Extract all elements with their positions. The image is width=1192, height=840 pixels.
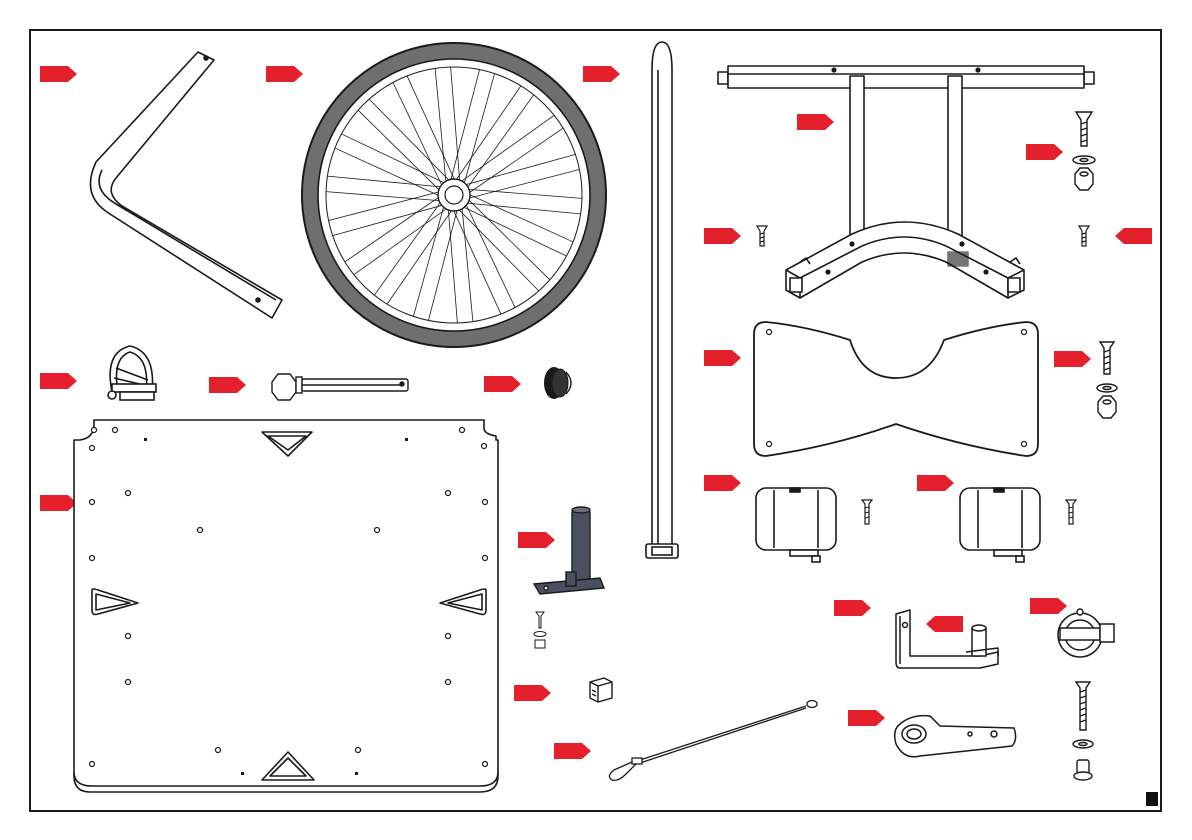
axle-stub-bracket-part — [518, 507, 604, 648]
bracket-icon — [534, 507, 604, 648]
cable-icon — [609, 701, 817, 781]
part-marker — [1030, 598, 1067, 614]
small-screw-right — [1079, 226, 1152, 246]
end-cap-part — [484, 367, 571, 399]
reflector-icon — [960, 488, 1076, 562]
part-marker — [926, 616, 963, 632]
safety-cable-part — [554, 701, 817, 781]
long-bolt-washer-set — [1073, 682, 1093, 780]
part-marker — [917, 475, 954, 491]
long-bar-icon — [646, 42, 678, 558]
axle-bolt-part — [209, 374, 408, 400]
base-plate-part — [40, 420, 498, 792]
part-marker — [704, 228, 741, 244]
small-cube-part — [514, 678, 612, 702]
part-marker — [266, 66, 303, 82]
bolt-icon — [1073, 112, 1095, 190]
lynch-pin-part — [40, 346, 156, 400]
part-marker — [848, 710, 885, 726]
cube-icon — [590, 678, 612, 702]
hitch-coupler-part — [848, 710, 1016, 757]
wheel-icon — [302, 43, 606, 347]
spoked-wheel-part — [266, 43, 606, 347]
bolt-washer-nut-set — [1026, 112, 1095, 190]
page-corner-square — [1146, 792, 1158, 806]
bolt-icon — [1073, 682, 1093, 780]
part-marker — [484, 376, 521, 392]
part-marker — [1026, 144, 1063, 160]
part-marker — [704, 350, 741, 366]
part-marker — [518, 532, 555, 548]
l-shaped-tube-part — [40, 52, 282, 318]
ring-icon — [1058, 609, 1114, 657]
bent-tube-icon — [90, 52, 282, 318]
ring-clamp-part — [1030, 598, 1114, 657]
mounting-plate-part — [704, 322, 1038, 456]
frame-part — [718, 66, 1094, 298]
screw-icon — [1079, 226, 1089, 246]
part-marker — [704, 475, 741, 491]
small-screw-left — [704, 226, 767, 246]
part-marker — [40, 373, 77, 389]
part-marker — [40, 495, 77, 511]
reflector-right-part — [917, 475, 1076, 562]
screw-icon — [757, 226, 767, 246]
part-marker — [514, 685, 551, 701]
axle-icon — [272, 374, 408, 400]
cap-icon — [544, 367, 571, 399]
coupler-icon — [895, 716, 1016, 757]
plate-icon — [754, 322, 1038, 456]
hitch-bracket-part — [834, 600, 998, 668]
part-marker — [797, 114, 834, 130]
reflector-icon — [756, 488, 872, 562]
pin-icon — [108, 346, 156, 400]
part-marker — [554, 743, 591, 759]
bolt-icon — [1097, 342, 1117, 418]
part-marker — [209, 377, 246, 393]
plate-icon — [74, 420, 498, 792]
bolt-washer-nut-set-2 — [1054, 342, 1117, 418]
reflector-left-part — [704, 475, 872, 562]
part-marker — [1115, 228, 1152, 244]
part-marker — [40, 66, 77, 82]
frame-icon — [718, 66, 1094, 298]
part-marker — [834, 600, 871, 616]
part-marker — [1054, 351, 1091, 367]
part-marker — [583, 66, 620, 82]
tow-bar-part — [583, 42, 678, 558]
